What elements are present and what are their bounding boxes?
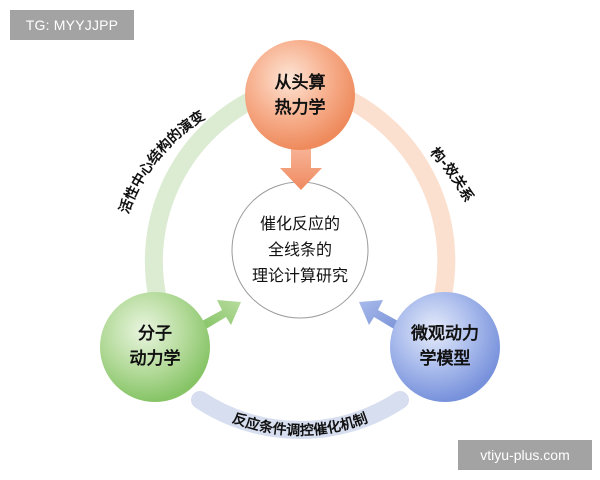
center-topic-line-3: 理论计算研究 <box>252 266 348 285</box>
node-right-circle <box>390 292 500 402</box>
ring-segment-orange <box>333 87 456 309</box>
center-topic-line-2: 全线条的 <box>268 240 332 259</box>
ring-segment-blue <box>191 391 409 439</box>
node-top-line-1: 从头算 <box>275 72 326 93</box>
arrow-top-to-center <box>280 147 322 190</box>
node-top-circle <box>245 40 355 150</box>
ring-segment-green <box>144 87 269 309</box>
node-left-line-1: 分子 <box>138 324 172 344</box>
arrow-left-to-center <box>202 300 241 329</box>
node-top-line-2: 热力学 <box>275 97 326 118</box>
node-left-line-2: 动力学 <box>130 348 181 369</box>
site-watermark: vtiyu-plus.com <box>458 440 592 470</box>
center-topic-line-1: 催化反应的 <box>260 214 340 233</box>
tg-watermark: TG: MYYJJPP <box>10 10 134 40</box>
node-left-circle <box>100 292 210 402</box>
node-right-line-2: 学模型 <box>420 348 471 369</box>
arrow-right-to-center <box>359 300 398 329</box>
node-right-line-1: 微观动力 <box>410 323 479 344</box>
arc-label-bottom: 反应条件调控催化机制 <box>230 410 369 440</box>
